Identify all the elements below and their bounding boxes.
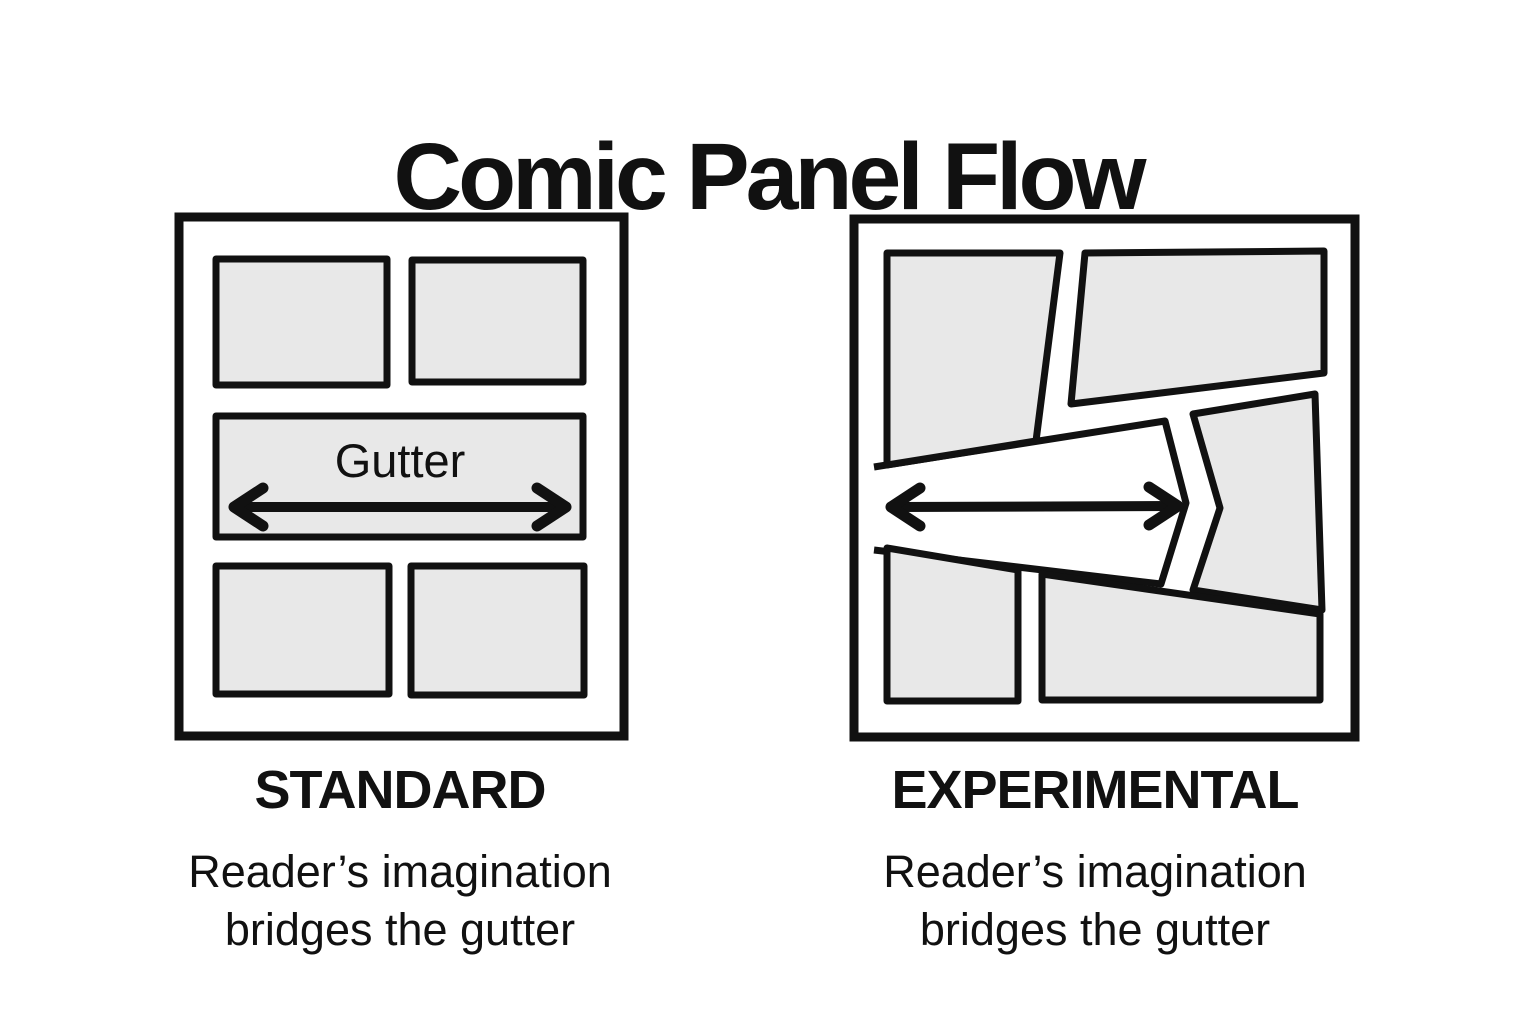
standard-page-frame <box>174 212 629 741</box>
arrow-head-left-icon <box>228 482 269 532</box>
standard-panel-gutter-row <box>212 412 587 541</box>
experimental-panel-top-left <box>883 249 1064 469</box>
experimental-caption-title: EXPERIMENTAL <box>891 760 1299 820</box>
standard-gutter-arrow <box>228 482 572 532</box>
standard-caption: STANDARD Reader’s imagination bridges th… <box>135 763 665 959</box>
experimental-caption-line2: bridges the gutter <box>919 904 1271 955</box>
arrow-head-right-icon <box>1143 481 1184 531</box>
experimental-caption: EXPERIMENTAL Reader’s imagination bridge… <box>830 763 1360 959</box>
arrow-head-left-icon <box>885 482 926 532</box>
experimental-caption-line1: Reader’s imagination <box>883 846 1307 897</box>
arrow-head-right-icon <box>531 482 572 532</box>
page-title: Comic Panel Flow <box>393 123 1147 230</box>
standard-panel-top-right <box>408 256 587 386</box>
gutter-label: Gutter <box>335 434 466 487</box>
standard-panel-bottom-left <box>212 562 393 698</box>
experimental-gutter-arrow <box>885 481 1184 532</box>
standard-diagram: Gutter <box>174 212 629 741</box>
experimental-panel-right-notched <box>1189 390 1326 614</box>
experimental-panel-bottom-left <box>883 544 1022 705</box>
standard-caption-title: STANDARD <box>254 760 547 820</box>
arrow-shaft <box>892 501 1177 512</box>
standard-panel-top-left <box>212 255 391 389</box>
experimental-page-frame <box>849 214 1360 742</box>
experimental-panel-top-right <box>1067 247 1328 408</box>
standard-caption-line1: Reader’s imagination <box>188 846 612 897</box>
experimental-diagram <box>849 214 1360 742</box>
standard-panel-bottom-right <box>407 562 588 699</box>
standard-caption-line2: bridges the gutter <box>224 904 576 955</box>
experimental-panel-bottom-right <box>1038 570 1324 704</box>
